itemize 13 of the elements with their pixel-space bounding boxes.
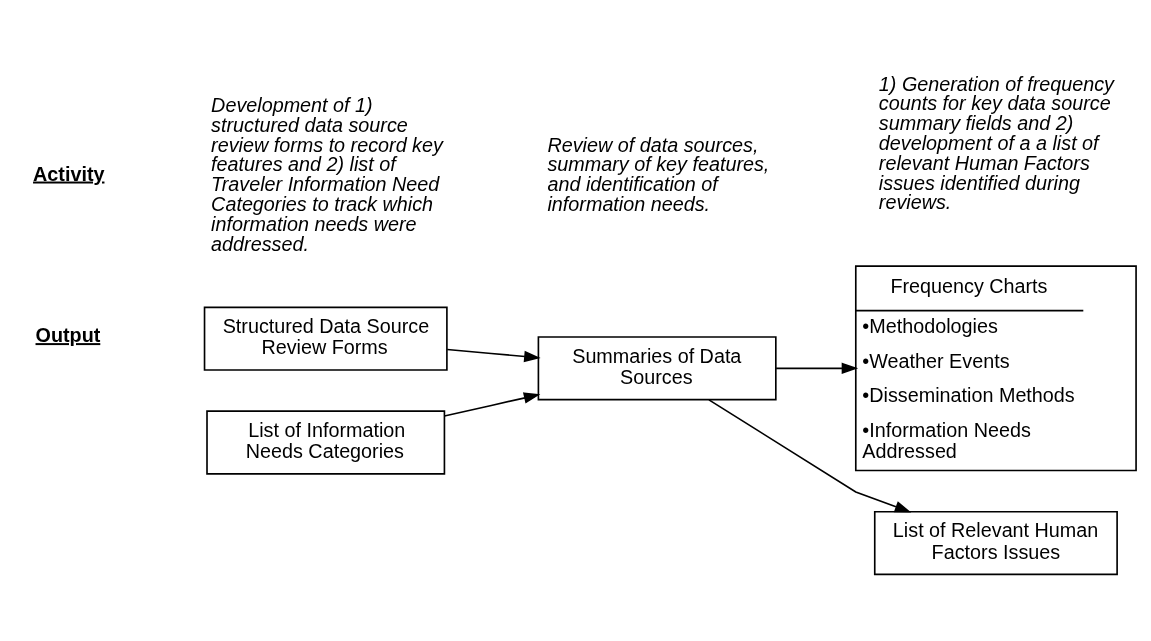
label: Output bbox=[35, 324, 101, 347]
arrow bbox=[708, 399, 912, 513]
node-box: List of Information Needs Categories bbox=[206, 410, 446, 475]
arrow bbox=[443, 392, 541, 417]
label: Development of 1) structured data source review forms to record key features and 2) list of Traveler Information Need Categories to track which information needs were addressed. bbox=[211, 94, 443, 255]
label: 1) Generation of frequency counts for key data source summary fields and 2) development of a a list of relevant Human Factors issues identified during reviews. bbox=[878, 72, 1115, 214]
arrow bbox=[446, 348, 541, 363]
label: Review of data sources, summary of key features, and identification of information needs. bbox=[547, 133, 770, 216]
arrow bbox=[775, 362, 859, 375]
node-box: Summaries of Data Sources bbox=[537, 336, 777, 401]
node-box: List of Relevant Human Factors Issues bbox=[873, 510, 1118, 576]
node-box: Structured Data Source Review Forms bbox=[203, 306, 448, 371]
label: Activity bbox=[33, 162, 105, 185]
